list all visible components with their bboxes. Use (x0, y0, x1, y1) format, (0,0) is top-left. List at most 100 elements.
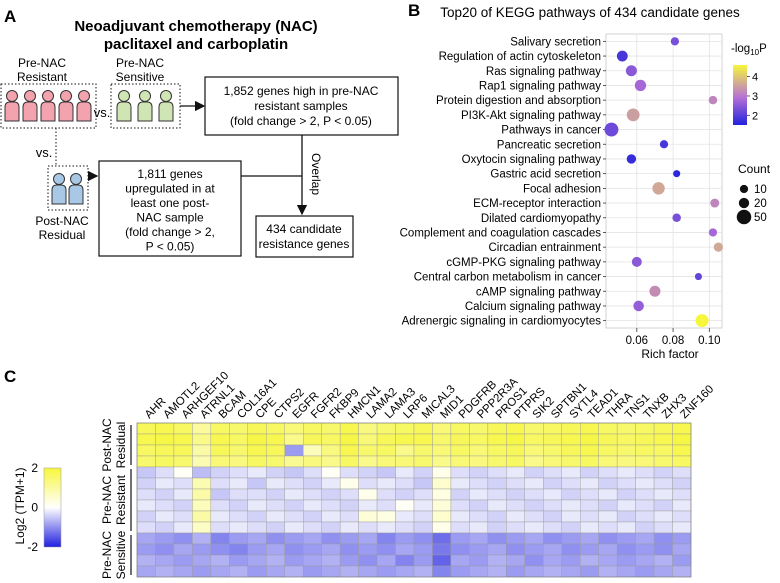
heatmap-cell (136, 422, 156, 435)
kegg-point (652, 182, 665, 195)
heatmap-cell (432, 433, 452, 446)
box-candidate-genes-line: resistance genes (259, 237, 350, 251)
heatmap-cell (210, 532, 230, 545)
heatmap-cell (321, 444, 341, 457)
heatmap-border (136, 422, 692, 578)
heatmap-cell (524, 499, 544, 512)
heatmap-cell (450, 466, 470, 479)
heatmap-cell (339, 477, 359, 490)
count-legend-title: Count (738, 162, 771, 176)
heatmap-cell (376, 488, 396, 501)
heatmap-cell (487, 510, 507, 523)
heatmap-cell (506, 466, 526, 479)
heatmap-group-label-line1: Post-NAC (100, 418, 114, 472)
heatmap-cell (450, 554, 470, 567)
heatmap-cell (395, 510, 415, 523)
heatmap-cell (653, 499, 673, 512)
heatmap-cell (653, 565, 673, 578)
heatmap-group-label-line1: Pre-NAC (100, 476, 114, 524)
kegg-point (625, 65, 637, 77)
heatmap-cell (635, 554, 655, 567)
heatmap-cell (598, 554, 618, 567)
heatmap-colorbar-title: Log2 (TPM+1) (13, 467, 27, 544)
heatmap-cell (247, 532, 267, 545)
kegg-x-tick-label: 0.10 (698, 335, 720, 347)
heatmap-cell (672, 565, 692, 578)
heatmap-cell (598, 455, 618, 468)
heatmap-cell (469, 499, 489, 512)
heatmap-cell (672, 488, 692, 501)
heatmap-cell (210, 433, 230, 446)
heatmap-cell (229, 422, 248, 435)
heatmap-cell (395, 477, 415, 490)
heatmap-cell (487, 554, 507, 567)
heatmap-cell (136, 554, 156, 567)
kegg-point (634, 79, 647, 92)
heatmap-cell (432, 565, 452, 578)
heatmap-cell (284, 521, 304, 534)
heatmap-cell (469, 532, 489, 545)
heatmap-cell (432, 510, 452, 523)
heatmap-cell (413, 499, 433, 512)
heatmap-cell (487, 521, 507, 534)
heatmap-cell (303, 422, 322, 435)
heatmap-cell (192, 510, 212, 523)
heatmap-cell (653, 477, 673, 490)
heatmap-cell (210, 521, 230, 534)
heatmap-cell (376, 521, 396, 534)
kegg-point (649, 285, 661, 297)
heatmap-cell (450, 543, 470, 556)
resistant-group-box (0, 83, 97, 129)
heatmap-cell (192, 532, 212, 545)
heatmap-cell (136, 488, 156, 501)
heatmap-cell (284, 510, 304, 523)
heatmap-cell (616, 455, 636, 468)
heatmap-cell (229, 488, 248, 501)
heatmap-cell (413, 532, 433, 545)
heatmap-cell (376, 422, 396, 435)
resistant-patients-icon (4, 90, 92, 122)
heatmap-cell (450, 521, 470, 534)
heatmap-cell (524, 488, 544, 501)
heatmap-cell (487, 455, 507, 468)
heatmap-cell (155, 532, 175, 545)
heatmap-cell (266, 565, 285, 578)
heatmap-cell (303, 433, 322, 446)
heatmap-cell (266, 433, 285, 446)
heatmap-cell (247, 499, 267, 512)
kegg-pathway-label: Oxytocin signaling pathway (462, 154, 602, 166)
heatmap-cell (432, 488, 452, 501)
heatmap-cell (524, 477, 544, 490)
kegg-pathway-label: Pathways in cancer (501, 125, 601, 137)
heatmap-cell (155, 554, 175, 567)
vs-top-label: vs. (94, 105, 111, 120)
heatmap-cell (210, 477, 230, 490)
heatmap-grid (136, 422, 692, 578)
heatmap-cell (284, 543, 304, 556)
heatmap-cell (155, 543, 175, 556)
heatmap-cell (155, 466, 175, 479)
heatmap-cell (210, 422, 230, 435)
heatmap-cell (229, 510, 248, 523)
heatmap-cell (487, 565, 507, 578)
heatmap-cell (672, 543, 692, 556)
heatmap-cell (598, 477, 618, 490)
heatmap-cell (469, 510, 489, 523)
heatmap-cell (339, 422, 359, 435)
heatmap-cell (561, 554, 581, 567)
heatmap-cell (635, 477, 655, 490)
heatmap-cell (450, 565, 470, 578)
heatmap-cell (321, 455, 341, 468)
box-post-nac-genes (98, 160, 242, 257)
heatmap-cell (229, 521, 248, 534)
heatmap-cell (229, 543, 248, 556)
heatmap-cell (524, 510, 544, 523)
heatmap-cell (524, 565, 544, 578)
heatmap-cell (543, 499, 562, 512)
kegg-x-tick-label: 0.06 (626, 335, 648, 347)
heatmap-colorbar (43, 467, 62, 548)
heatmap-cell (210, 499, 230, 512)
heatmap-cell (506, 565, 526, 578)
heatmap-cell (376, 543, 396, 556)
